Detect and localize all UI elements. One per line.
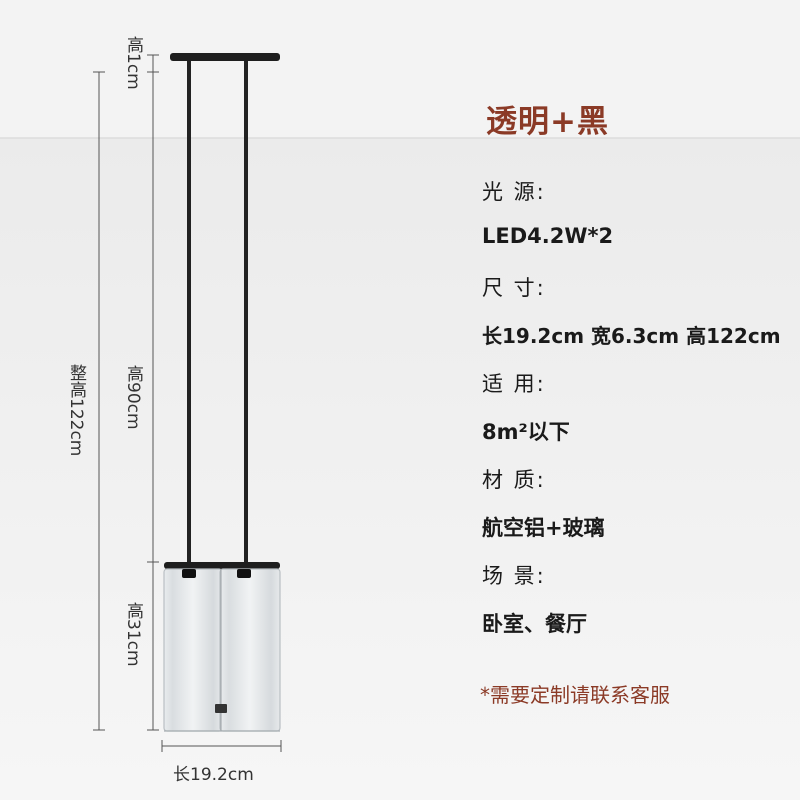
spec-value-size: 长19.2cm 宽6.3cm 高122cm — [482, 324, 781, 348]
spec-label-scene: 场 景: — [482, 564, 546, 588]
wall — [0, 138, 800, 800]
product-title: 透明+黑 — [486, 104, 609, 140]
shade-height-label: 高31cm — [123, 602, 143, 667]
segment-height-dimension — [147, 54, 159, 731]
lamp-rod-right — [244, 61, 248, 566]
spec-value-scene: 卧室、餐厅 — [482, 612, 587, 636]
lamp-head-right — [237, 569, 251, 578]
spec-value-material: 航空铝+玻璃 — [482, 516, 605, 540]
lamp-top-plate — [164, 562, 280, 569]
ceiling — [0, 0, 800, 138]
total-height-dimension — [93, 71, 105, 731]
custom-order-note: *需要定制请联系客服 — [480, 683, 670, 707]
spec-label-light-source: 光 源: — [482, 180, 546, 204]
total-height-label: 整高122cm — [66, 364, 86, 457]
spec-label-material: 材 质: — [482, 468, 546, 492]
lamp-clip — [215, 704, 227, 713]
spec-label-applicable: 适 用: — [482, 372, 546, 396]
width-label: 长19.2cm — [173, 765, 254, 785]
lamp-canopy — [170, 53, 280, 61]
lamp-head-left — [182, 569, 196, 578]
spec-value-light-source: LED4.2W*2 — [482, 224, 614, 248]
spec-label-size: 尺 寸: — [482, 276, 546, 300]
lamp-glass-right — [219, 568, 281, 732]
canopy-height-label: 高1cm — [123, 36, 143, 90]
rod-height-label: 高90cm — [123, 365, 143, 430]
spec-value-applicable: 8m²以下 — [482, 420, 570, 444]
lamp-rod-left — [187, 61, 191, 566]
lamp-glass-left — [163, 568, 223, 732]
width-dimension — [161, 740, 282, 752]
